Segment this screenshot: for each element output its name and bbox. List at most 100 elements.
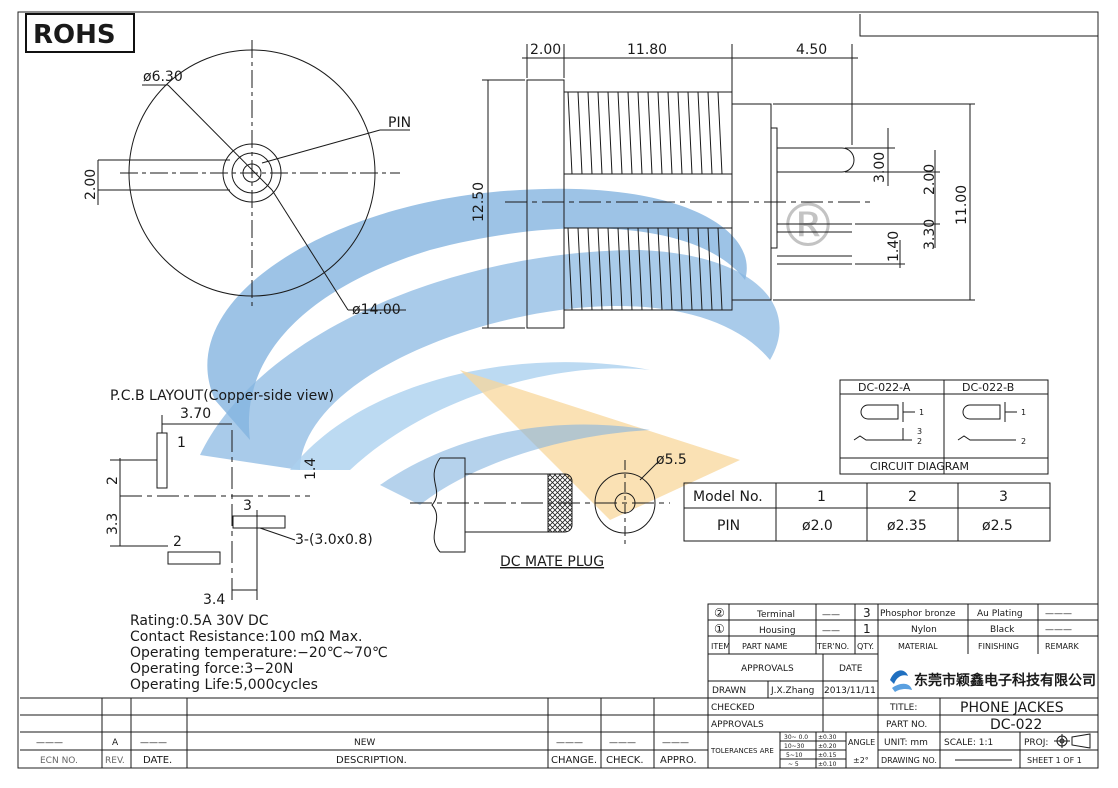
tb-unit: UNIT: mm xyxy=(884,738,928,748)
tb-sheet: SHEET 1 OF 1 xyxy=(1027,756,1082,765)
pcb-slot: 3-(3.0x0.8) xyxy=(295,532,373,548)
tb-tol-val-1: ±0.20 xyxy=(818,743,837,750)
pcb-h14: 1.4 xyxy=(303,458,319,480)
dim-side-right-4: 11.00 xyxy=(954,185,970,225)
tb-tol-range-0: 30~ 0.0 xyxy=(784,734,808,741)
company-name: 东莞市颖鑫电子科技有限公司 xyxy=(914,672,1096,689)
tb-approvals2: APPROVALS xyxy=(711,720,764,730)
bom-h-finishing: FINISHING xyxy=(978,642,1019,651)
bom-r1-finishing: Black xyxy=(990,625,1015,635)
tb-drawn-by: J.X.Zhang xyxy=(770,686,814,696)
circuit-pin-a2: 2 xyxy=(917,437,922,446)
rev-h-change: CHANGE. xyxy=(551,755,597,766)
rev-h-appro: APPRO. xyxy=(660,755,697,766)
rev-row-change: ——— xyxy=(556,738,583,748)
model-h0: Model No. xyxy=(693,489,763,505)
circuit-b-label: DC-022-B xyxy=(962,381,1014,394)
tb-tol-val-2: ±0.15 xyxy=(818,752,837,759)
tb-title-label: TITLE: xyxy=(889,703,917,713)
rev-h-check: CHECK. xyxy=(606,755,644,766)
dim-front-d-small: ø6.30 xyxy=(143,69,183,85)
model-r3: ø2.5 xyxy=(982,518,1013,534)
circuit-pin-b2: 2 xyxy=(1021,437,1026,446)
rev-row-date: ——— xyxy=(140,738,167,748)
model-h1: 1 xyxy=(817,489,826,505)
rev-h-ecn: ECN NO. xyxy=(40,756,78,766)
bom-r0-material: Phosphor bronze xyxy=(880,609,956,619)
thread-lower xyxy=(567,227,723,311)
projection-symbol-icon xyxy=(1054,733,1091,749)
tb-angle-value: ±2° xyxy=(853,756,869,765)
registered-mark: ® xyxy=(778,191,838,261)
tb-checked: CHECKED xyxy=(711,703,755,713)
tb-drawn: DRAWN xyxy=(712,686,746,696)
dim-side-right-3: 1.40 xyxy=(886,231,902,262)
bom-r0-remark: ——— xyxy=(1045,609,1072,619)
spec-2: Operating temperature:−20℃~70℃ xyxy=(130,645,388,661)
bom-h-qty: QTY. xyxy=(857,642,874,651)
rev-h-desc: DESCRIPTION. xyxy=(336,755,407,766)
circuit-caption: CIRCUIT DIAGRAM xyxy=(870,460,969,473)
bom-r1-name: Housing xyxy=(759,626,796,636)
spec-1: Contact Resistance:100 mΩ Max. xyxy=(130,629,362,645)
tb-title: PHONE JACKES xyxy=(960,700,1064,716)
rev-h-date: DATE. xyxy=(143,755,172,766)
pcb-w34: 3.4 xyxy=(203,592,225,608)
rev-h-rev: REV. xyxy=(105,756,125,766)
dc-mate-plug xyxy=(410,457,670,553)
dim-front-d-large: ø14.00 xyxy=(352,302,401,318)
rev-row-desc: NEW xyxy=(354,738,375,748)
rev-row-appro: ——— xyxy=(662,738,689,748)
dim-side-height: 12.50 xyxy=(471,182,487,222)
circuit-a-label: DC-022-A xyxy=(858,381,911,394)
tb-tol-range-1: 10~30 xyxy=(784,743,804,750)
bom-r1-qty: 1 xyxy=(863,622,871,636)
spec-0: Rating:0.5A 30V DC xyxy=(130,613,269,629)
rohs-logo: ROHS xyxy=(33,20,116,50)
bom-h-remark: REMARK xyxy=(1045,642,1080,651)
plug-diam: ø5.5 xyxy=(656,452,687,468)
circuit-diagram xyxy=(839,379,1049,475)
bom-r0-ter: —— xyxy=(822,610,840,620)
tb-approvals: APPROVALS xyxy=(741,664,794,674)
dim-side-top-1: 11.80 xyxy=(627,42,667,58)
pcb-w: 3.70 xyxy=(180,406,211,422)
model-r2: ø2.35 xyxy=(887,518,927,534)
model-r1: ø2.0 xyxy=(802,518,833,534)
tb-tol-range-2: 5~10 xyxy=(786,752,803,759)
pcb-pin1: 1 xyxy=(177,435,186,451)
tb-tol-val-3: ±0.10 xyxy=(818,761,837,768)
model-h2: 2 xyxy=(908,489,917,505)
tb-angle: ANGLE xyxy=(848,738,875,747)
rev-row-rev: A xyxy=(112,738,119,748)
bom-r1-material: Nylon xyxy=(911,625,937,635)
revision-grid xyxy=(20,697,708,768)
company-logo-icon xyxy=(890,670,912,692)
pcb-layout xyxy=(110,415,310,600)
thread-upper xyxy=(567,91,723,175)
dim-side-right-2: 3.30 xyxy=(922,219,938,250)
tb-drawing-no: DRAWING NO. xyxy=(881,756,937,765)
tb-tolerances: TOLERANCES ARE xyxy=(710,747,774,755)
bom-r0-finishing: Au Plating xyxy=(977,609,1023,619)
bom-r1-item: ① xyxy=(714,622,725,636)
dim-front-h: 2.00 xyxy=(83,169,99,200)
dim-side-right-1: 2.00 xyxy=(922,164,938,195)
tb-scale: SCALE: 1:1 xyxy=(944,738,993,748)
bom-h-name: PART NAME xyxy=(742,642,788,651)
model-r0: PIN xyxy=(717,518,740,534)
bom-r0-name: Terminal xyxy=(756,610,795,620)
dim-side-top-2: 4.50 xyxy=(796,42,827,58)
model-table xyxy=(683,482,1051,542)
tb-part-no: DC-022 xyxy=(990,717,1042,733)
plug-caption: DC MATE PLUG xyxy=(500,554,604,570)
bom-h-ter: TER'NO. xyxy=(816,642,849,651)
tb-proj: PROJ: xyxy=(1024,738,1048,748)
spec-4: Operating Life:5,000cycles xyxy=(130,677,318,693)
pcb-title: P.C.B LAYOUT(Copper-side view) xyxy=(110,388,334,404)
bom-r0-item: ② xyxy=(714,606,725,620)
tb-tol-range-3: ~ 5 xyxy=(788,761,799,768)
bom-h-item: ITEM xyxy=(711,642,730,651)
pcb-pin3: 3 xyxy=(243,498,252,514)
